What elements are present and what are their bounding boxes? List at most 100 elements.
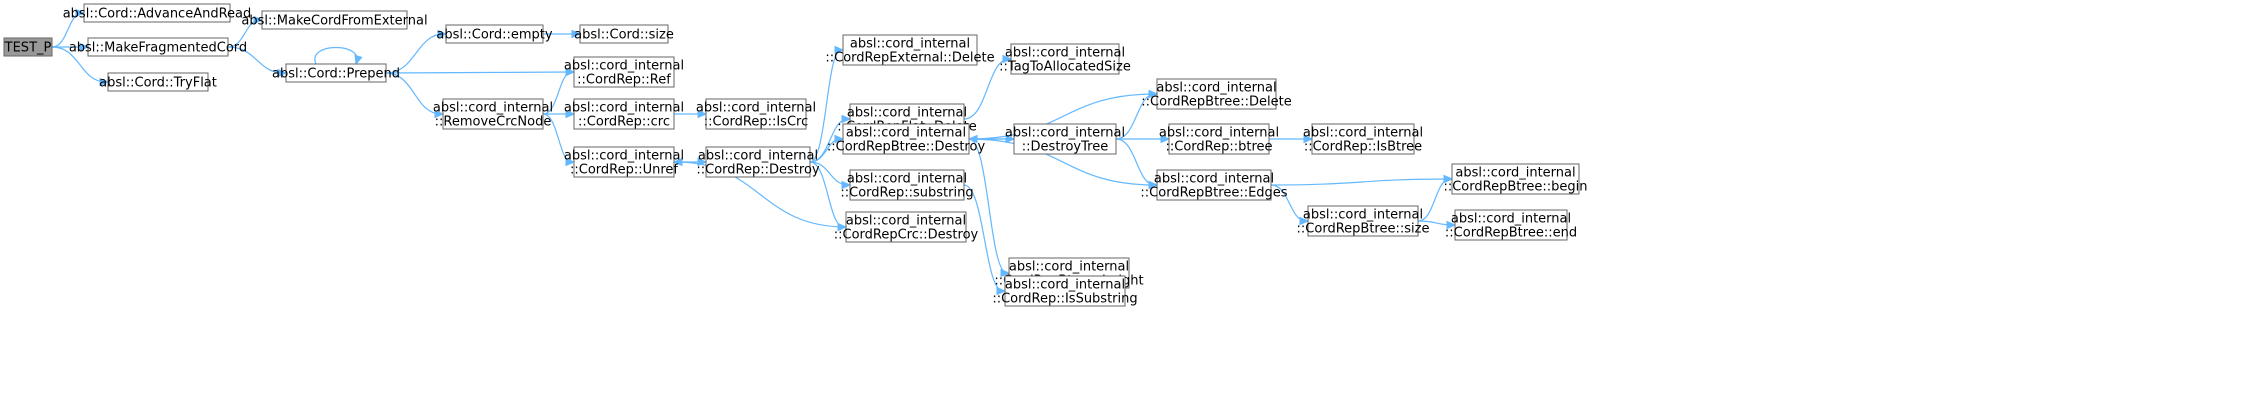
edge-line xyxy=(385,33,445,74)
node-label: absl::cord_internal xyxy=(847,106,967,121)
node-label: ::CordRepBtree::Delete xyxy=(1141,95,1291,110)
node-box xyxy=(107,72,209,92)
edge-arrowhead xyxy=(1299,216,1310,226)
node-tag-to-allocated[interactable]: absl::cord_internal::TagToAllocatedSize xyxy=(999,43,1131,75)
edge-prepend-to-cord-empty xyxy=(385,29,448,74)
node-cordrep-ref[interactable]: absl::cord_internal::CordRep::Ref xyxy=(564,56,684,88)
edge-arrowhead xyxy=(1148,89,1159,99)
node-btree-edges[interactable]: absl::cord_internal::CordRepBtree::Edges xyxy=(1140,169,1288,201)
node-btree-begin[interactable]: absl::cord_internal::CordRepBtree::begin xyxy=(1443,163,1588,195)
node-label: ::CordRep::crc xyxy=(578,115,670,130)
node-label: ::RemoveCrcNode xyxy=(435,115,552,130)
node-cord-empty[interactable]: absl::Cord::empty xyxy=(436,24,553,44)
node-cordrep-iscrc[interactable]: absl::cord_internal::CordRep::IsCrc xyxy=(696,98,816,130)
node-label: absl::cord_internal xyxy=(1455,166,1575,181)
node-label: absl::cord_internal xyxy=(1303,208,1423,223)
edge-line xyxy=(227,46,285,74)
node-label: ::CordRep::IsBtree xyxy=(1304,140,1422,155)
edge-arrowhead xyxy=(1000,268,1011,278)
node-test-p[interactable]: TEST_P xyxy=(3,37,53,57)
node-label: absl::cord_internal xyxy=(564,101,684,116)
node-label: ::CordRepBtree::end xyxy=(1445,226,1577,241)
node-prepend[interactable]: absl::Cord::Prepend xyxy=(272,63,400,83)
node-box xyxy=(1454,209,1568,241)
node-cord-size[interactable]: absl::Cord::size xyxy=(574,24,674,44)
edge-cordrep-destroy-to-external-delete xyxy=(809,45,845,163)
edge-flat-delete-to-tag-to-allocated xyxy=(963,54,1013,120)
edge-arrowhead xyxy=(672,157,683,167)
node-box xyxy=(285,63,387,83)
node-cordrep-substring[interactable]: absl::cord_internal::CordRep::substring xyxy=(840,169,974,201)
node-make-cord-from-external[interactable]: absl::MakeCordFromExternal xyxy=(241,10,428,30)
edge-prepend-to-remove-crc-node xyxy=(385,72,445,119)
edge-test-p-to-advance-and-read xyxy=(51,8,86,48)
node-label: absl::cord_internal xyxy=(696,101,816,116)
node-cordrep-isbtree[interactable]: absl::cord_internal::CordRep::IsBtree xyxy=(1303,123,1423,155)
node-label: ::CordRep::IsSubstring xyxy=(992,292,1137,307)
edge-test-p-to-try-flat xyxy=(51,46,110,87)
edge-arrowhead xyxy=(834,45,845,55)
node-cordrep-destroy[interactable]: absl::cord_internal::CordRep::Destroy xyxy=(696,146,820,178)
node-label: absl::cord_internal xyxy=(1005,126,1125,141)
edge-arrowhead xyxy=(1443,174,1454,184)
edge-arrowhead xyxy=(277,68,288,78)
node-advance-and-read[interactable]: absl::Cord::AdvanceAndRead xyxy=(63,3,252,23)
node-external-delete[interactable]: absl::cord_internal::CordRepExternal::De… xyxy=(825,34,995,66)
node-box xyxy=(1156,169,1272,201)
node-box xyxy=(83,3,231,23)
node-label: absl::cord_internal xyxy=(433,101,553,116)
node-label: absl::cord_internal xyxy=(1303,126,1423,141)
edge-line xyxy=(385,71,573,74)
node-btree-size[interactable]: absl::cord_internal::CordRepBtree::size xyxy=(1297,205,1430,237)
edge-line xyxy=(963,184,1004,292)
node-make-fragmented-cord[interactable]: absl::MakeFragmentedCord xyxy=(69,37,247,57)
node-box xyxy=(573,98,675,130)
node-destroy-tree[interactable]: absl::cord_internal::DestroyTree xyxy=(1005,123,1125,155)
node-cordrep-crc[interactable]: absl::cord_internal::CordRep::crc xyxy=(564,98,684,130)
node-box xyxy=(1451,163,1580,195)
node-label: ::CordRepBtree::begin xyxy=(1443,180,1587,195)
edge-make-fragmented-cord-to-make-cord-from-external xyxy=(227,15,264,48)
node-box xyxy=(1156,78,1277,110)
edge-remove-crc-node-to-cordrep-unref xyxy=(542,113,576,167)
edge-make-fragmented-cord-to-prepend xyxy=(227,46,288,78)
node-label: ::CordRep::btree xyxy=(1165,140,1272,155)
edge-btree-size-to-btree-begin xyxy=(1417,174,1454,222)
edge-prepend-to-prepend xyxy=(314,47,363,66)
node-cordrep-unref[interactable]: absl::cord_internal::CordRep::Unref xyxy=(564,146,684,178)
node-label: absl::cord_internal xyxy=(846,214,966,229)
node-btree-destroy[interactable]: absl::cord_internal::CordRepBtree::Destr… xyxy=(827,123,986,155)
edge-btree-edges-to-btree-size xyxy=(1270,184,1310,226)
node-label: ::CordRep::Ref xyxy=(577,73,671,88)
edge-prepend-to-cordrep-ref xyxy=(385,67,576,77)
node-remove-crc-node[interactable]: absl::cord_internal::RemoveCrcNode xyxy=(433,98,553,130)
node-box xyxy=(1004,275,1126,307)
node-crc-destroy[interactable]: absl::cord_internal::CordRepCrc::Destroy xyxy=(834,211,979,243)
edge-line xyxy=(968,138,1008,274)
node-btree-delete[interactable]: absl::cord_internal::CordRepBtree::Delet… xyxy=(1141,78,1292,110)
node-label: absl::Cord::AdvanceAndRead xyxy=(63,7,252,22)
edge-crc-destroy-to-cordrep-unref xyxy=(672,157,847,228)
edge-btree-size-to-btree-end xyxy=(1417,220,1457,230)
edge-arrowhead xyxy=(1303,134,1314,144)
node-btree-end[interactable]: absl::cord_internal::CordRepBtree::end xyxy=(1445,209,1577,241)
edge-line xyxy=(968,138,1156,186)
edge-arrowhead xyxy=(354,54,363,66)
edge-arrowhead xyxy=(967,134,978,144)
edge-arrowhead xyxy=(697,109,708,119)
node-cordrep-issubstring[interactable]: absl::cord_internal::CordRep::IsSubstrin… xyxy=(992,275,1138,307)
node-box xyxy=(3,37,53,57)
edge-line xyxy=(314,47,358,65)
node-try-flat[interactable]: absl::Cord::TryFlat xyxy=(99,72,217,92)
node-cordrep-btree[interactable]: absl::cord_internal::CordRep::btree xyxy=(1159,123,1279,155)
node-label: absl::cord_internal xyxy=(847,172,967,187)
edge-line xyxy=(1115,138,1156,186)
edge-destroy-tree-to-btree-delete xyxy=(1115,89,1159,140)
node-box xyxy=(705,98,807,130)
edge-arrowhead xyxy=(434,109,445,119)
node-label: absl::cord_internal xyxy=(1156,81,1276,96)
edge-line xyxy=(675,161,847,228)
node-box xyxy=(1311,123,1415,155)
edge-arrowhead xyxy=(79,42,90,52)
node-label: TEST_P xyxy=(4,41,52,56)
